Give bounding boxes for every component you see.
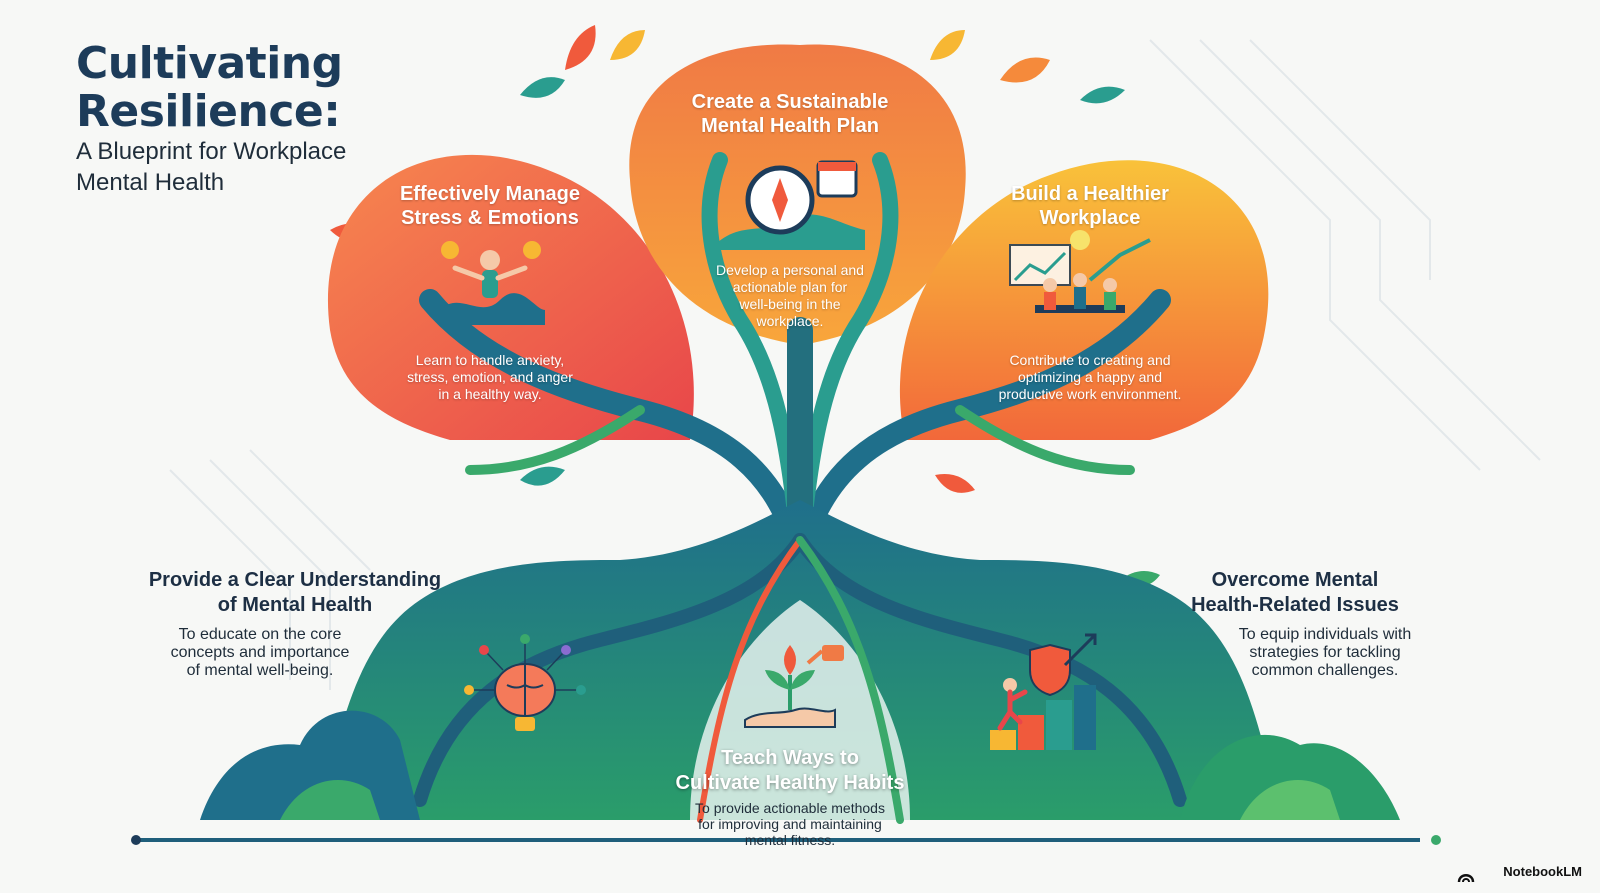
root-center-desc-line-1: To provide actionable methods: [695, 800, 885, 816]
leaf-right-description: Contribute to creating and optimizing a …: [975, 352, 1205, 403]
leaf-right-heading-line-2: Workplace: [1039, 207, 1141, 229]
leaf-right-desc-line-3: productive work environment.: [998, 386, 1182, 402]
subtitle-line-2: Mental Health: [76, 169, 225, 196]
leaf-left-heading-line-2: Stress & Emotions: [401, 207, 579, 229]
root-left-desc-line-2: concepts and importance: [170, 644, 350, 661]
root-center-desc-line-2: for improving and maintaining: [698, 816, 882, 832]
title-line-1: Cultivating: [76, 38, 343, 89]
root-left-desc-line-1: To educate on the core: [178, 626, 342, 643]
leaf-left-heading-line-1: Effectively Manage: [399, 183, 581, 205]
leaf-center-desc-line-2: actionable plan for: [732, 279, 848, 295]
root-center-heading-line-2: Cultivate Healthy Habits: [675, 772, 905, 794]
team-collaboration-icon: [1009, 230, 1151, 313]
root-left-description: To educate on the core concepts and impo…: [150, 626, 370, 680]
page-title: Cultivating Resilience:: [76, 40, 343, 136]
leaf-right-heading-line-1: Build a Healthier: [1011, 183, 1169, 205]
branches: [419, 152, 1171, 573]
leaf-center-heading-line-2: Mental Health Plan: [701, 115, 879, 137]
leaf-center-desc-line-1: Develop a personal and: [716, 262, 864, 278]
root-left-heading: Provide a Clear Understanding of Mental …: [130, 568, 460, 618]
leaf-center-desc-line-3: well-being in the: [739, 296, 841, 312]
root-left-heading-line-2: of Mental Health: [217, 594, 373, 616]
root-center-heading-line-1: Teach Ways to: [721, 747, 859, 769]
leaf-center-heading: Create a Sustainable Mental Health Plan: [660, 90, 920, 138]
compass-calendar-icon: [715, 160, 865, 250]
root-center-description: To provide actionable methods for improv…: [655, 800, 925, 848]
background-lines: [169, 39, 1541, 690]
leaf-left-desc-line-2: stress, emotion, and anger: [407, 369, 573, 385]
notebooklm-logo-icon: [1457, 874, 1475, 883]
root-right-desc-line-1: To equip individuals with: [1238, 626, 1412, 643]
leaf-left-desc-line-1: Learn to handle anxiety,: [415, 352, 565, 368]
root-center-heading: Teach Ways to Cultivate Healthy Habits: [640, 746, 940, 796]
person-meditating-wave-icon: [440, 241, 545, 325]
brain-lightbulb-icon: [464, 634, 586, 731]
notebooklm-brand: NotebookLM: [1503, 864, 1582, 879]
root-right-heading-line-2: Health-Related Issues: [1191, 594, 1399, 616]
subtitle-line-1: A Blueprint for Workplace: [76, 138, 347, 165]
ground-line-start-dot: [131, 835, 141, 845]
leaf-center-heading-line-1: Create a Sustainable: [691, 91, 889, 113]
leaf-left-desc-line-3: in a healthy way.: [438, 386, 542, 402]
title-line-2: Resilience:: [76, 86, 341, 137]
leaf-left-description: Learn to handle anxiety, stress, emotion…: [385, 352, 595, 403]
climbing-steps-shield-icon: [990, 633, 1097, 750]
ground-shrubs: [200, 710, 1400, 820]
roots: [413, 533, 1187, 824]
leaf-right-desc-line-2: optimizing a happy and: [1018, 369, 1162, 385]
leaf-left-heading: Effectively Manage Stress & Emotions: [380, 182, 600, 230]
root-left-heading-line-1: Provide a Clear Understanding: [148, 569, 442, 591]
leaf-right-desc-line-1: Contribute to creating and: [1009, 352, 1171, 368]
page-subtitle: A Blueprint for Workplace Mental Health: [76, 136, 346, 198]
root-right-heading-line-1: Overcome Mental: [1211, 569, 1379, 591]
ground-line-end-dot: [1431, 835, 1441, 845]
leaf-right-heading: Build a Healthier Workplace: [980, 182, 1200, 230]
root-center-desc-line-3: mental fitness.: [744, 832, 836, 848]
sprout-watering-can-icon: [744, 645, 844, 728]
root-right-description: To equip individuals with strategies for…: [1215, 626, 1435, 680]
leaf-center-desc-line-4: workplace.: [756, 313, 824, 329]
root-right-desc-line-2: strategies for tackling: [1249, 644, 1401, 661]
root-left-desc-line-3: of mental well-being.: [186, 662, 334, 679]
root-right-heading: Overcome Mental Health-Related Issues: [1160, 568, 1430, 618]
root-right-desc-line-3: common challenges.: [1251, 662, 1399, 679]
leaf-center-description: Develop a personal and actionable plan f…: [690, 262, 890, 330]
